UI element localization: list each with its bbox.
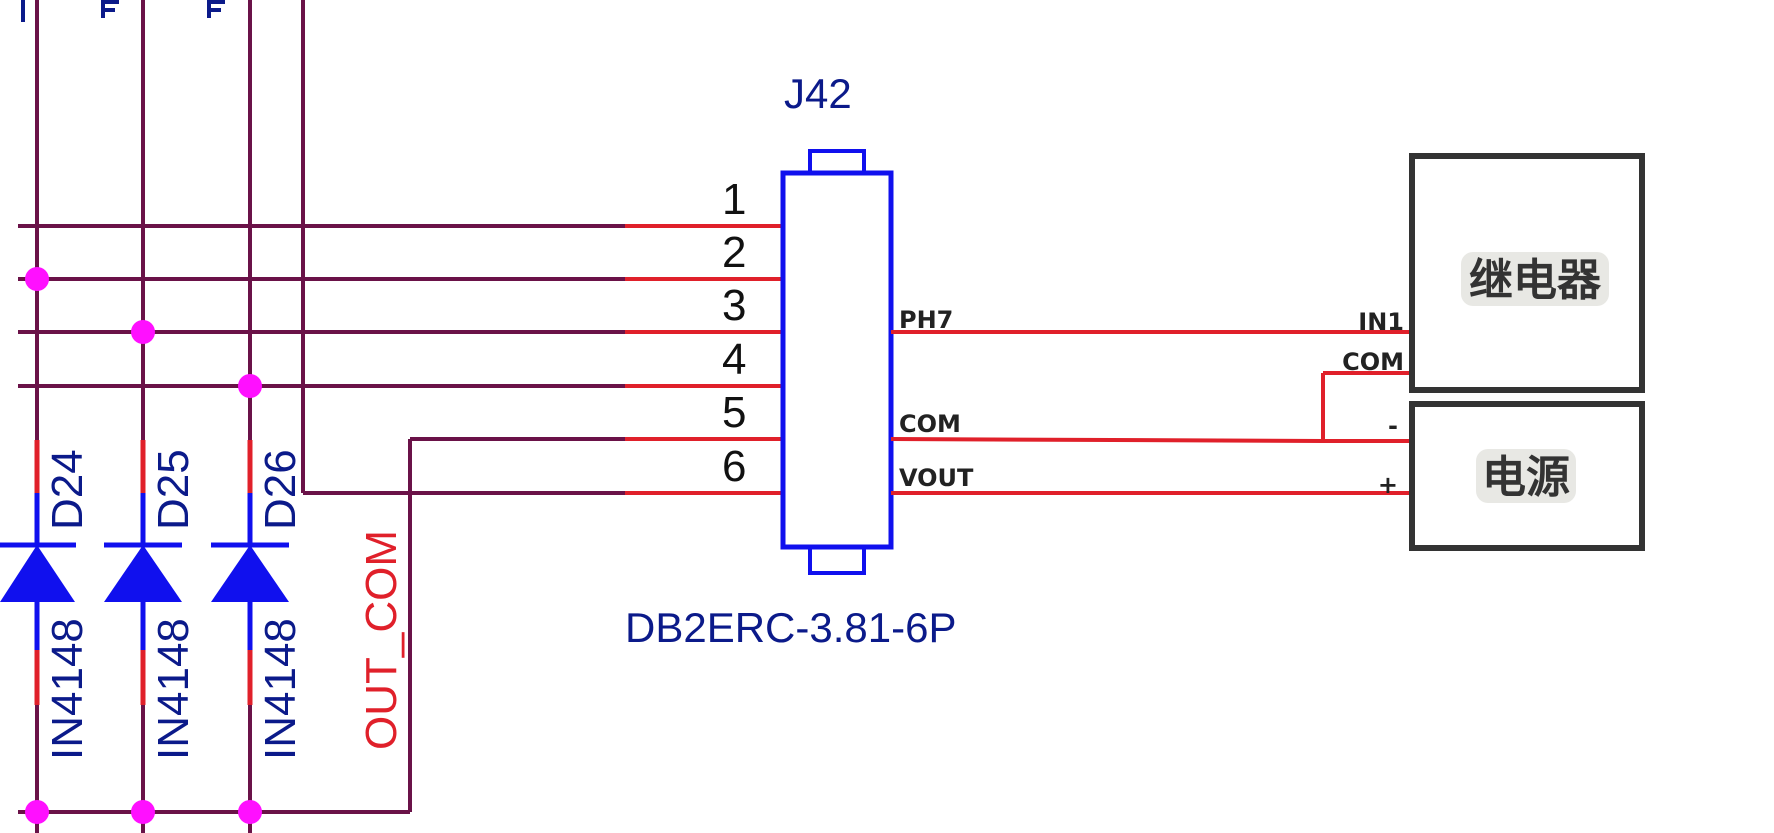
net-label-vout: VOUT bbox=[899, 464, 974, 492]
junction-dot bbox=[131, 800, 155, 824]
junction-dot bbox=[25, 267, 49, 291]
diode-d24: D24 IN4148 bbox=[0, 440, 92, 760]
connector-pin-stubs bbox=[625, 224, 785, 495]
pin-numbers: 1 2 3 4 5 6 bbox=[722, 175, 746, 491]
right-wires bbox=[890, 330, 1412, 495]
power-label-bg bbox=[1476, 449, 1576, 503]
relay-label: 继电器 bbox=[1469, 255, 1602, 306]
pin-number: 5 bbox=[722, 388, 746, 437]
out-com-label: OUT_COM bbox=[357, 530, 406, 750]
relay-pin-in1: IN1 bbox=[1358, 308, 1404, 336]
relay-module: 继电器 IN1 COM bbox=[1342, 153, 1645, 393]
connector-j42: J42 DB2ERC-3.81-6P bbox=[625, 70, 956, 651]
pin-number: 6 bbox=[722, 442, 746, 491]
net-label-com: COM bbox=[899, 410, 961, 438]
clipped-top-text bbox=[21, 0, 225, 22]
connector-latch-bottom bbox=[808, 545, 866, 575]
vertical-wires bbox=[18, 0, 625, 833]
junction-dot bbox=[238, 374, 262, 398]
power-pin-plus: + bbox=[1378, 471, 1398, 499]
relay-pin-com: COM bbox=[1342, 348, 1404, 376]
power-module-box bbox=[1409, 401, 1645, 551]
junction-dot bbox=[131, 320, 155, 344]
diode-d25: D25 IN4148 bbox=[104, 440, 198, 760]
connector-body bbox=[780, 170, 894, 550]
connector-latch-top bbox=[808, 149, 866, 175]
diode-value: IN4148 bbox=[149, 618, 198, 760]
power-label: 电源 bbox=[1482, 452, 1570, 503]
power-module: 电源 - + bbox=[1378, 401, 1645, 551]
horizontal-wires bbox=[18, 224, 625, 388]
relay-module-box bbox=[1409, 153, 1645, 393]
diode-d26: D26 IN4148 bbox=[211, 440, 305, 760]
diode-ref: D26 bbox=[256, 449, 305, 530]
diode-ref: D24 bbox=[43, 449, 92, 530]
diode-value: IN4148 bbox=[43, 618, 92, 760]
junction-dots bbox=[25, 267, 262, 824]
relay-label-bg bbox=[1461, 252, 1609, 306]
diode-value: IN4148 bbox=[256, 618, 305, 760]
pin-number: 1 bbox=[722, 175, 746, 224]
pin-number: 2 bbox=[722, 228, 746, 277]
junction-dot bbox=[238, 800, 262, 824]
connector-part-number: DB2ERC-3.81-6P bbox=[625, 604, 956, 651]
diode-ref: D25 bbox=[149, 449, 198, 530]
junction-dot bbox=[25, 800, 49, 824]
connector-designator: J42 bbox=[784, 70, 852, 117]
power-pin-minus: - bbox=[1388, 412, 1398, 440]
pin-number: 3 bbox=[722, 281, 746, 330]
pin-number: 4 bbox=[722, 335, 746, 384]
net-label-ph7: PH7 bbox=[899, 306, 953, 334]
